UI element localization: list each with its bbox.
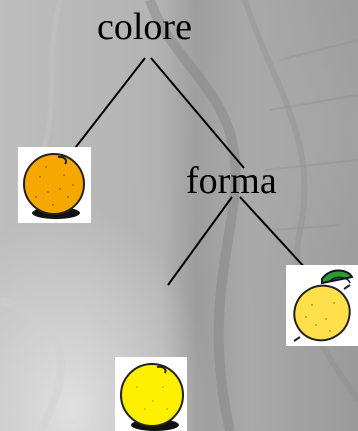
- leaf-grapefruit: [115, 357, 187, 431]
- edge-root-forma: [150, 57, 245, 169]
- leaf-lemon: [286, 265, 358, 346]
- grapefruit-icon: [120, 363, 184, 431]
- edge-root-orange: [71, 57, 146, 153]
- leaf-orange: [18, 147, 91, 223]
- edge-forma-grapefruit: [167, 196, 233, 286]
- lemon-icon: [293, 269, 354, 342]
- root-node-label: colore: [97, 6, 192, 48]
- edge-forma-lemon: [239, 196, 308, 271]
- forma-node-label: forma: [186, 160, 277, 202]
- orange-icon: [23, 153, 85, 219]
